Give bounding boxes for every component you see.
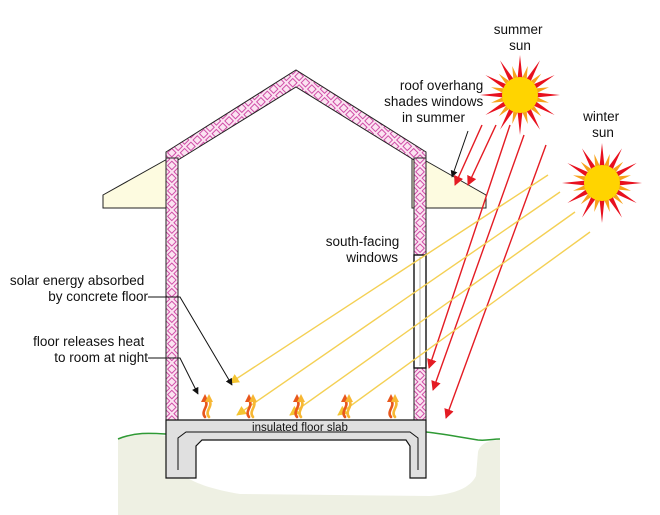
sun-ray <box>573 175 588 182</box>
floor-slab <box>165 419 427 479</box>
sun-ray <box>607 148 622 171</box>
sun-ray <box>485 100 508 115</box>
sun-ray <box>599 198 605 223</box>
sun-ray <box>582 195 597 218</box>
ground-line-left <box>117 432 167 440</box>
sun-ray <box>532 100 555 115</box>
sun-ray <box>512 66 519 81</box>
winter-ray <box>289 211 576 416</box>
sun-ray <box>521 109 528 124</box>
floor-releases-label: floor releases heat to room at night <box>33 334 148 365</box>
sun-ray <box>603 154 610 169</box>
summer-ray <box>467 124 497 186</box>
ground <box>118 434 500 515</box>
summer-ray <box>427 124 511 369</box>
sun-ray <box>517 110 523 135</box>
sun-ray <box>534 96 549 103</box>
heat-wave-icon <box>341 394 353 419</box>
sun-ray <box>614 188 637 203</box>
solar-absorbed-label: solar energy absorbed by concrete floor <box>10 273 149 304</box>
summer-sun-icon <box>480 55 560 135</box>
sun-ray <box>517 55 523 80</box>
summer-rays <box>427 124 547 419</box>
sun-ray <box>582 148 597 171</box>
sun-ray <box>491 96 506 103</box>
sun-ray <box>599 143 605 168</box>
sun-ray <box>532 75 555 90</box>
floor-releases-leader <box>148 357 199 395</box>
sun-ray <box>512 109 519 124</box>
summer-ray <box>454 124 483 186</box>
insulated-roof <box>165 69 427 167</box>
winter-rays <box>229 174 591 416</box>
sun-ray <box>594 197 601 212</box>
heat-wave-icon <box>293 394 305 419</box>
sun-ray <box>567 163 590 178</box>
summer-sun-label: summer sun <box>494 22 547 53</box>
sun-ray <box>616 184 631 191</box>
sun-ray <box>573 184 588 191</box>
solar-absorbed-leader <box>148 296 233 386</box>
winter-ray <box>236 191 561 416</box>
sun-ray <box>603 197 610 212</box>
sun-ray <box>607 195 622 218</box>
roof-overhang-leader <box>450 130 469 178</box>
ground-line-right <box>425 431 501 442</box>
sun-ray <box>525 107 540 130</box>
sun-core <box>584 165 620 201</box>
left-wall <box>165 157 179 421</box>
sun-core <box>502 77 538 113</box>
sun-ray <box>614 163 637 178</box>
sun-ray <box>485 75 508 90</box>
sun-ray <box>535 92 560 98</box>
sun-ray <box>500 107 515 130</box>
slab-label: insulated floor slab <box>252 422 348 434</box>
sun-ray <box>480 92 505 98</box>
winter-sun-label: winter sun <box>582 109 623 140</box>
sun-ray <box>521 66 528 81</box>
heat-wave-icon <box>201 394 213 419</box>
sun-ray <box>491 87 506 94</box>
sun-ray <box>594 154 601 169</box>
winter-ray <box>229 174 549 384</box>
south-windows-label: south-facing windows <box>326 234 403 265</box>
roof-overhang-label: roof overhang shades windows in summer <box>384 78 487 125</box>
heat-waves <box>201 394 399 419</box>
sun-ray <box>500 60 515 83</box>
slab-inner-line <box>177 431 419 470</box>
sun-ray <box>616 175 631 182</box>
sun-ray <box>562 180 587 186</box>
winter-ray <box>337 231 591 416</box>
sun-ray <box>567 188 590 203</box>
sun-ray <box>525 60 540 83</box>
heat-wave-icon <box>387 394 399 419</box>
sun-ray <box>617 180 642 186</box>
summer-ray <box>444 144 547 419</box>
winter-sun-icon <box>562 143 642 223</box>
sun-ray <box>534 87 549 94</box>
summer-ray <box>431 134 525 391</box>
heat-wave-icon <box>245 394 257 419</box>
